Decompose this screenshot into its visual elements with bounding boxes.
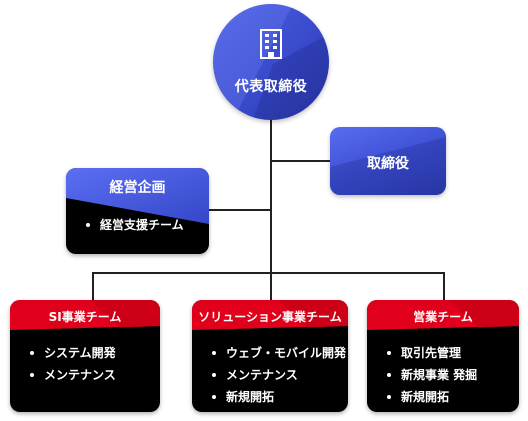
team-solution-header-shape bbox=[192, 300, 348, 330]
team-solution-items: ウェブ・モバイル開発 メンテナンス 新規開拓 bbox=[212, 342, 346, 408]
bullet-icon bbox=[212, 372, 216, 377]
bullet-icon bbox=[387, 394, 391, 399]
team-si-header: SI事業チーム bbox=[10, 300, 160, 330]
director-facets bbox=[330, 137, 446, 195]
list-item: 経営支援チーム bbox=[86, 214, 184, 236]
team-sales-node: 営業チーム 取引先管理 新規事業 発掘 新規開拓 bbox=[367, 300, 519, 412]
connector-team-solution bbox=[270, 272, 272, 302]
bullet-icon bbox=[30, 372, 34, 377]
list-item: 新規開拓 bbox=[212, 386, 346, 408]
connector-team-si bbox=[92, 272, 94, 302]
list-item: 新規事業 発掘 bbox=[387, 364, 477, 386]
team-si-items: システム開発 メンテナンス bbox=[30, 342, 116, 386]
list-item: システム開発 bbox=[30, 342, 116, 364]
bullet-icon bbox=[387, 350, 391, 355]
team-solution-header: ソリューション事業チーム bbox=[192, 300, 348, 330]
list-item: 新規開拓 bbox=[387, 386, 477, 408]
connector-team-sales bbox=[443, 272, 445, 302]
ceo-title: 代表取締役 bbox=[234, 79, 308, 95]
director-label: 取締役 bbox=[367, 156, 409, 172]
connector-ceo-vertical bbox=[270, 118, 272, 292]
team-solution-node: ソリューション事業チーム ウェブ・モバイル開発 メンテナンス 新規開拓 bbox=[192, 300, 348, 412]
planning-items: 経営支援チーム bbox=[86, 214, 184, 236]
bullet-icon bbox=[86, 222, 90, 227]
connector-director bbox=[270, 160, 332, 162]
bullet-icon bbox=[387, 372, 391, 377]
planning-header bbox=[66, 168, 209, 224]
list-item: 取引先管理 bbox=[387, 342, 477, 364]
team-si-node: SI事業チーム システム開発 メンテナンス bbox=[10, 300, 160, 412]
connector-planning bbox=[208, 209, 272, 211]
team-sales-label: 営業チーム bbox=[413, 310, 473, 324]
planning-node: 経営企画 経営支援チーム bbox=[66, 168, 209, 254]
building-icon bbox=[260, 29, 282, 59]
team-si-header-shape bbox=[10, 300, 160, 330]
list-item: ウェブ・モバイル開発 bbox=[212, 342, 346, 364]
team-solution-label: ソリューション事業チーム bbox=[198, 310, 342, 324]
director-node: 取締役 bbox=[330, 127, 446, 195]
bullet-icon bbox=[212, 350, 216, 355]
team-sales-header-shape bbox=[367, 300, 519, 330]
team-sales-items: 取引先管理 新規事業 発掘 新規開拓 bbox=[387, 342, 477, 408]
connector-teams-horizontal bbox=[92, 272, 445, 274]
ceo-node: 代表取締役 bbox=[213, 4, 329, 120]
ceo-facets bbox=[213, 4, 329, 120]
planning-label: 経営企画 bbox=[109, 180, 166, 196]
team-sales-header: 営業チーム bbox=[367, 300, 519, 330]
list-item: メンテナンス bbox=[30, 364, 116, 386]
bullet-icon bbox=[212, 394, 216, 399]
list-item: メンテナンス bbox=[212, 364, 346, 386]
team-si-label: SI事業チーム bbox=[48, 310, 122, 324]
bullet-icon bbox=[30, 350, 34, 355]
